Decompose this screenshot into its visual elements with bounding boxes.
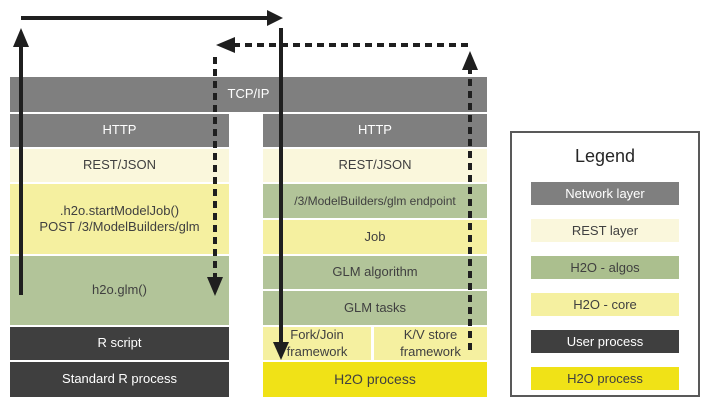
- response-arrow-horizontal: [216, 37, 468, 53]
- band-right-fork-join: Fork/Join framework: [263, 327, 371, 360]
- band-right-glm-algorithm: GLM algorithm: [263, 256, 487, 289]
- band-right-rest-json-label: REST/JSON: [338, 157, 412, 173]
- band-right-endpoint-label: /3/ModelBuilders/glm endpoint: [294, 193, 456, 208]
- legend-box: Legend Network layer REST layer H2O - al…: [510, 131, 700, 397]
- legend-item-user-process-label: User process: [566, 334, 644, 349]
- band-left-http-label: HTTP: [102, 122, 137, 138]
- band-right-glm-tasks: GLM tasks: [263, 291, 487, 325]
- band-right-endpoint: /3/ModelBuilders/glm endpoint: [263, 184, 487, 218]
- band-right-job-label: Job: [364, 228, 386, 244]
- band-right-kv-store-line1: K/V store: [403, 327, 458, 343]
- band-left-api-call-line1: .h2o.startModelJob(): [59, 202, 180, 218]
- legend-item-network-layer: Network layer: [531, 182, 679, 205]
- legend-item-h2o-process: H2O process: [531, 367, 679, 390]
- band-left-h2o-glm: h2o.glm(): [10, 256, 229, 325]
- band-left-rest-json: REST/JSON: [10, 149, 229, 182]
- legend-item-h2o-core-label: H2O - core: [573, 297, 637, 312]
- band-tcpip: TCP/IP: [10, 77, 487, 112]
- band-left-api-call-line2: POST /3/ModelBuilders/glm: [39, 219, 200, 234]
- band-right-http-label: HTTP: [358, 122, 392, 138]
- band-left-h2o-glm-label: h2o.glm(): [92, 282, 147, 298]
- band-right-h2o-process-label: H2O process: [334, 370, 416, 387]
- band-left-r-process: Standard R process: [10, 362, 229, 397]
- band-right-kv-store-line2: framework: [400, 343, 461, 359]
- legend-item-h2o-algos: H2O - algos: [531, 256, 679, 279]
- request-arrow-top-horizontal: [21, 10, 283, 26]
- band-right-glm-tasks-label: GLM tasks: [343, 299, 407, 315]
- legend-item-network-layer-label: Network layer: [565, 186, 645, 201]
- band-left-http: HTTP: [10, 114, 229, 147]
- band-left-api-call: .h2o.startModelJob() POST /3/ModelBuilde…: [10, 184, 229, 254]
- band-right-fork-join-line1: Fork/Join: [290, 327, 344, 343]
- band-left-r-process-label: Standard R process: [62, 371, 177, 387]
- legend-item-h2o-core: H2O - core: [531, 293, 679, 316]
- band-right-fork-join-line2: framework: [286, 343, 348, 359]
- band-right-kv-store: K/V store framework: [374, 327, 487, 360]
- band-right-job: Job: [263, 220, 487, 254]
- band-right-glm-algorithm-label: GLM algorithm: [332, 264, 418, 280]
- band-right-rest-json: REST/JSON: [263, 149, 487, 182]
- band-left-rest-json-label: REST/JSON: [83, 157, 156, 173]
- band-left-r-script-label: R script: [97, 335, 142, 351]
- legend-item-h2o-process-label: H2O process: [567, 371, 643, 386]
- legend-item-rest-layer: REST layer: [531, 219, 679, 242]
- legend-item-user-process: User process: [531, 330, 679, 353]
- legend-item-h2o-algos-label: H2O - algos: [570, 260, 640, 275]
- band-right-http: HTTP: [263, 114, 487, 147]
- band-left-r-script: R script: [10, 327, 229, 360]
- band-right-h2o-process: H2O process: [263, 362, 487, 397]
- band-tcpip-label: TCP/IP: [227, 86, 270, 102]
- legend-item-rest-layer-label: REST layer: [571, 223, 639, 238]
- legend-title: Legend: [574, 146, 636, 166]
